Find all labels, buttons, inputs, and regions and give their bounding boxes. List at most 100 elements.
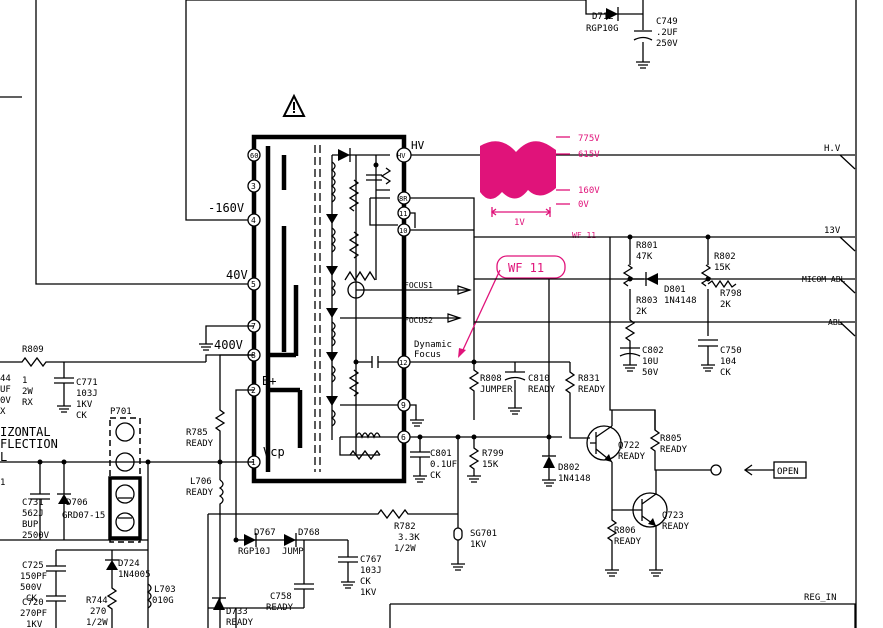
svg-text:CK: CK (76, 411, 87, 421)
svg-text:R801: R801 (636, 241, 658, 251)
svg-text:160V: 160V (578, 186, 600, 196)
svg-text:1: 1 (0, 478, 5, 488)
svg-text:D802: D802 (558, 463, 580, 473)
svg-text:READY: READY (614, 537, 642, 547)
svg-text:C720: C720 (22, 598, 44, 608)
svg-text:8R: 8R (399, 195, 408, 203)
svg-text:775V: 775V (578, 134, 600, 144)
svg-text:250V: 250V (656, 39, 678, 49)
transistor-q722: Q722 READY R806 READY (586, 410, 646, 577)
left-circuit: R809 1 2W RX 44 UF 0V X C771 103J 1KV CK… (0, 345, 254, 628)
svg-text:RGP10G: RGP10G (586, 24, 619, 34)
svg-text:D733: D733 (226, 607, 248, 617)
ground-400v (199, 325, 254, 351)
svg-text:60: 60 (250, 152, 258, 160)
svg-text:150PF: 150PF (20, 572, 47, 582)
svg-text:FOCUS2: FOCUS2 (404, 316, 433, 325)
svg-text:R799: R799 (482, 449, 504, 459)
svg-text:READY: READY (186, 439, 214, 449)
svg-text:1N4148: 1N4148 (558, 474, 591, 484)
svg-text:13V: 13V (824, 226, 841, 236)
svg-text:Vcp: Vcp (263, 445, 285, 459)
svg-text:10: 10 (399, 227, 407, 235)
r805-open: R805 READY OPEN (649, 410, 807, 479)
svg-text:OPEN: OPEN (777, 467, 799, 477)
svg-text:READY: READY (528, 385, 556, 395)
svg-text:C749: C749 (656, 17, 678, 27)
svg-text:500V: 500V (20, 583, 42, 593)
svg-text:READY: READY (226, 618, 254, 628)
capacitor-c749: C749 .2UF 250V (633, 17, 678, 49)
svg-text:D767: D767 (254, 528, 276, 538)
sg701-r782: SG701 1KV R782 3.3K 1/2W (207, 434, 497, 628)
svg-text:CK: CK (360, 577, 371, 587)
svg-text:WF 11: WF 11 (508, 261, 544, 275)
svg-text:HV: HV (397, 152, 406, 160)
d767-d768-group: D767 RGP10J D768 JUMP C767 103J CK 1KV C… (208, 528, 382, 628)
svg-text:D768: D768 (298, 528, 320, 538)
svg-text:R798: R798 (720, 289, 742, 299)
svg-text:615V: 615V (578, 150, 600, 160)
svg-text:Focus: Focus (414, 350, 441, 360)
svg-text:R809: R809 (22, 345, 44, 355)
svg-text:UF: UF (0, 385, 11, 395)
svg-text:50V: 50V (642, 368, 659, 378)
svg-text:R802: R802 (714, 252, 736, 262)
svg-text:READY: READY (578, 385, 606, 395)
svg-text:D706: D706 (66, 498, 88, 508)
svg-text:CK: CK (430, 471, 441, 481)
svg-text:12: 12 (399, 359, 407, 367)
svg-text:2W: 2W (22, 387, 33, 397)
svg-text:C725: C725 (22, 561, 44, 571)
waveform-wf11: 775V 615V 160V 0V 1V WF 11 (480, 134, 600, 240)
svg-text:Q723: Q723 (662, 511, 684, 521)
c801-r799: C801 0.1UF CK R799 15K (410, 434, 504, 483)
svg-text:C810: C810 (528, 374, 550, 384)
svg-text:4: 4 (251, 216, 256, 225)
svg-text:BUP: BUP (22, 520, 39, 530)
svg-text:15K: 15K (482, 460, 499, 470)
reg-in-line: REG_IN (389, 593, 856, 628)
svg-text:R806: R806 (614, 526, 636, 536)
abl-circuit: 13V MICOM ABL ABL R801 47K R802 15K D801… (474, 226, 855, 430)
right-edge (839, 0, 857, 628)
svg-text:GRD07-15: GRD07-15 (62, 511, 105, 521)
transistor-q723: Q723 READY (612, 470, 690, 577)
svg-text:FOCUS1: FOCUS1 (404, 281, 433, 290)
svg-text:010G: 010G (152, 596, 174, 606)
svg-text:104: 104 (720, 357, 736, 367)
svg-text:WF 11: WF 11 (572, 231, 596, 240)
diode-d802: D802 1N4148 (542, 279, 591, 487)
svg-text:400V: 400V (214, 338, 243, 352)
svg-text:0V: 0V (0, 396, 11, 406)
svg-text:L703: L703 (154, 585, 176, 595)
svg-text:5: 5 (251, 280, 256, 289)
svg-text:R803: R803 (636, 296, 658, 306)
svg-text:C802: C802 (642, 346, 664, 356)
svg-text:0V: 0V (578, 200, 589, 210)
svg-text:C731: C731 (22, 498, 44, 508)
svg-text:10U: 10U (642, 357, 658, 367)
svg-text:C767: C767 (360, 555, 382, 565)
svg-text:.2UF: .2UF (656, 28, 678, 38)
svg-text:103J: 103J (360, 566, 382, 576)
svg-text:270PF: 270PF (20, 609, 47, 619)
svg-text:HV: HV (411, 139, 425, 152)
svg-text:2K: 2K (720, 300, 731, 310)
top-wires (0, 0, 650, 285)
svg-text:1KV: 1KV (76, 400, 93, 410)
svg-text:11: 11 (399, 210, 407, 218)
svg-text:1KV: 1KV (360, 588, 377, 598)
svg-text:RGP10J: RGP10J (238, 547, 271, 557)
svg-text:Q722: Q722 (618, 441, 640, 451)
svg-text:L706: L706 (190, 477, 212, 487)
transformer-labels: -160V 40V 400V B+ Vcp HV FOCUS1 FOCUS2 D… (208, 139, 452, 459)
svg-text:15K: 15K (714, 263, 731, 273)
svg-text:562J: 562J (22, 509, 44, 519)
svg-text:-160V: -160V (208, 201, 244, 215)
svg-text:REG_IN: REG_IN (804, 593, 837, 603)
svg-text:40V: 40V (226, 268, 248, 282)
svg-text:C750: C750 (720, 346, 742, 356)
svg-text:READY: READY (662, 522, 690, 532)
diode-d712: D712 RGP10G (586, 7, 619, 34)
